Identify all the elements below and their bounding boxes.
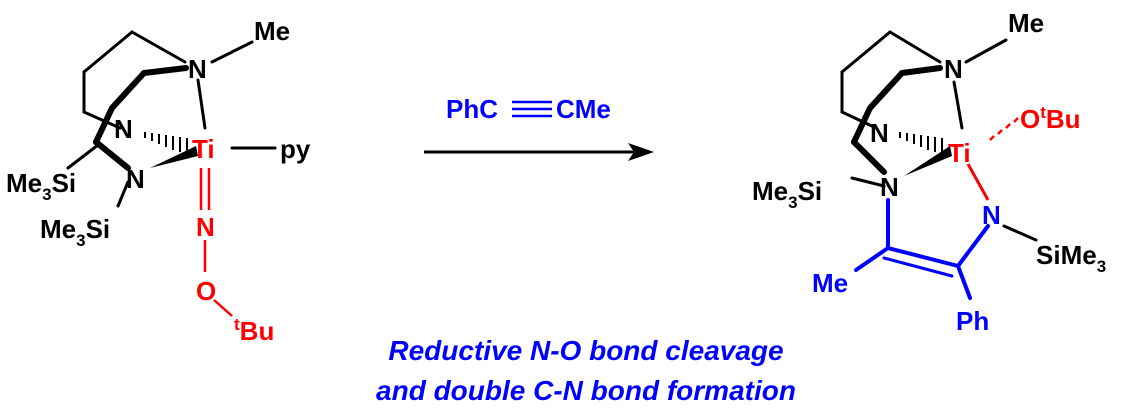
triple-bond-icon <box>512 100 552 118</box>
reactant-complex: N Me N N Ti py Me3Si Me3Si N O tBu <box>6 16 311 346</box>
reactant-imido-n: N <box>196 212 215 242</box>
caption-line2: and double C-N bond formation <box>376 375 796 406</box>
product-ring-silyl: SiMe3 <box>1036 240 1106 276</box>
product-amine-n: N <box>944 54 963 84</box>
reactant-tbu: tBu <box>234 315 274 346</box>
caption-line1: Reductive N-O bond cleavage <box>388 335 783 366</box>
caption: Reductive N-O bond cleavage and double C… <box>376 335 796 406</box>
reactant-wedge-bond <box>150 146 198 168</box>
product-amide-n2: N <box>880 172 899 202</box>
reactant-pyridine: py <box>280 134 311 164</box>
product-alkoxide-hash <box>989 117 1019 141</box>
reactant-oxygen: O <box>196 276 216 306</box>
product-bonds <box>840 30 1038 242</box>
reactant-amide-n2: N <box>126 164 145 194</box>
reactant-bonds <box>66 30 277 208</box>
reactant-silyl2: Me3Si <box>40 214 110 250</box>
reactant-methyl: Me <box>254 16 290 46</box>
reactant-silyl1: Me3Si <box>6 168 76 204</box>
product-silyl: Me3Si <box>752 176 822 212</box>
arrow-head-icon <box>628 143 654 161</box>
product-titanium: Ti <box>948 138 971 168</box>
product-complex: N Me N N Ti OtBu Me3Si N SiMe3 Me Ph <box>752 8 1106 336</box>
product-methyl: Me <box>1008 8 1044 38</box>
reaction-arrow-group: PhC CMe <box>424 94 654 161</box>
reagent-right: CMe <box>556 94 611 124</box>
reactant-titanium: Ti <box>192 134 215 164</box>
product-alkoxide: OtBu <box>1020 103 1081 134</box>
product-ring-phenyl: Ph <box>956 306 989 336</box>
reagent-left: PhC <box>446 94 498 124</box>
reactant-imido-bond <box>199 168 233 317</box>
reactant-hash-bond <box>144 132 188 154</box>
reactant-amide-n1: N <box>114 114 133 144</box>
product-ring-n: N <box>982 200 1001 230</box>
reactant-amine-n: N <box>188 54 207 84</box>
product-new-bonds <box>854 198 990 300</box>
product-ti-n-bond <box>966 163 990 201</box>
product-ring-methyl: Me <box>812 268 848 298</box>
product-wedge-bond <box>904 146 952 176</box>
product-amide-n1: N <box>870 118 889 148</box>
product-hash-bond <box>899 132 943 154</box>
